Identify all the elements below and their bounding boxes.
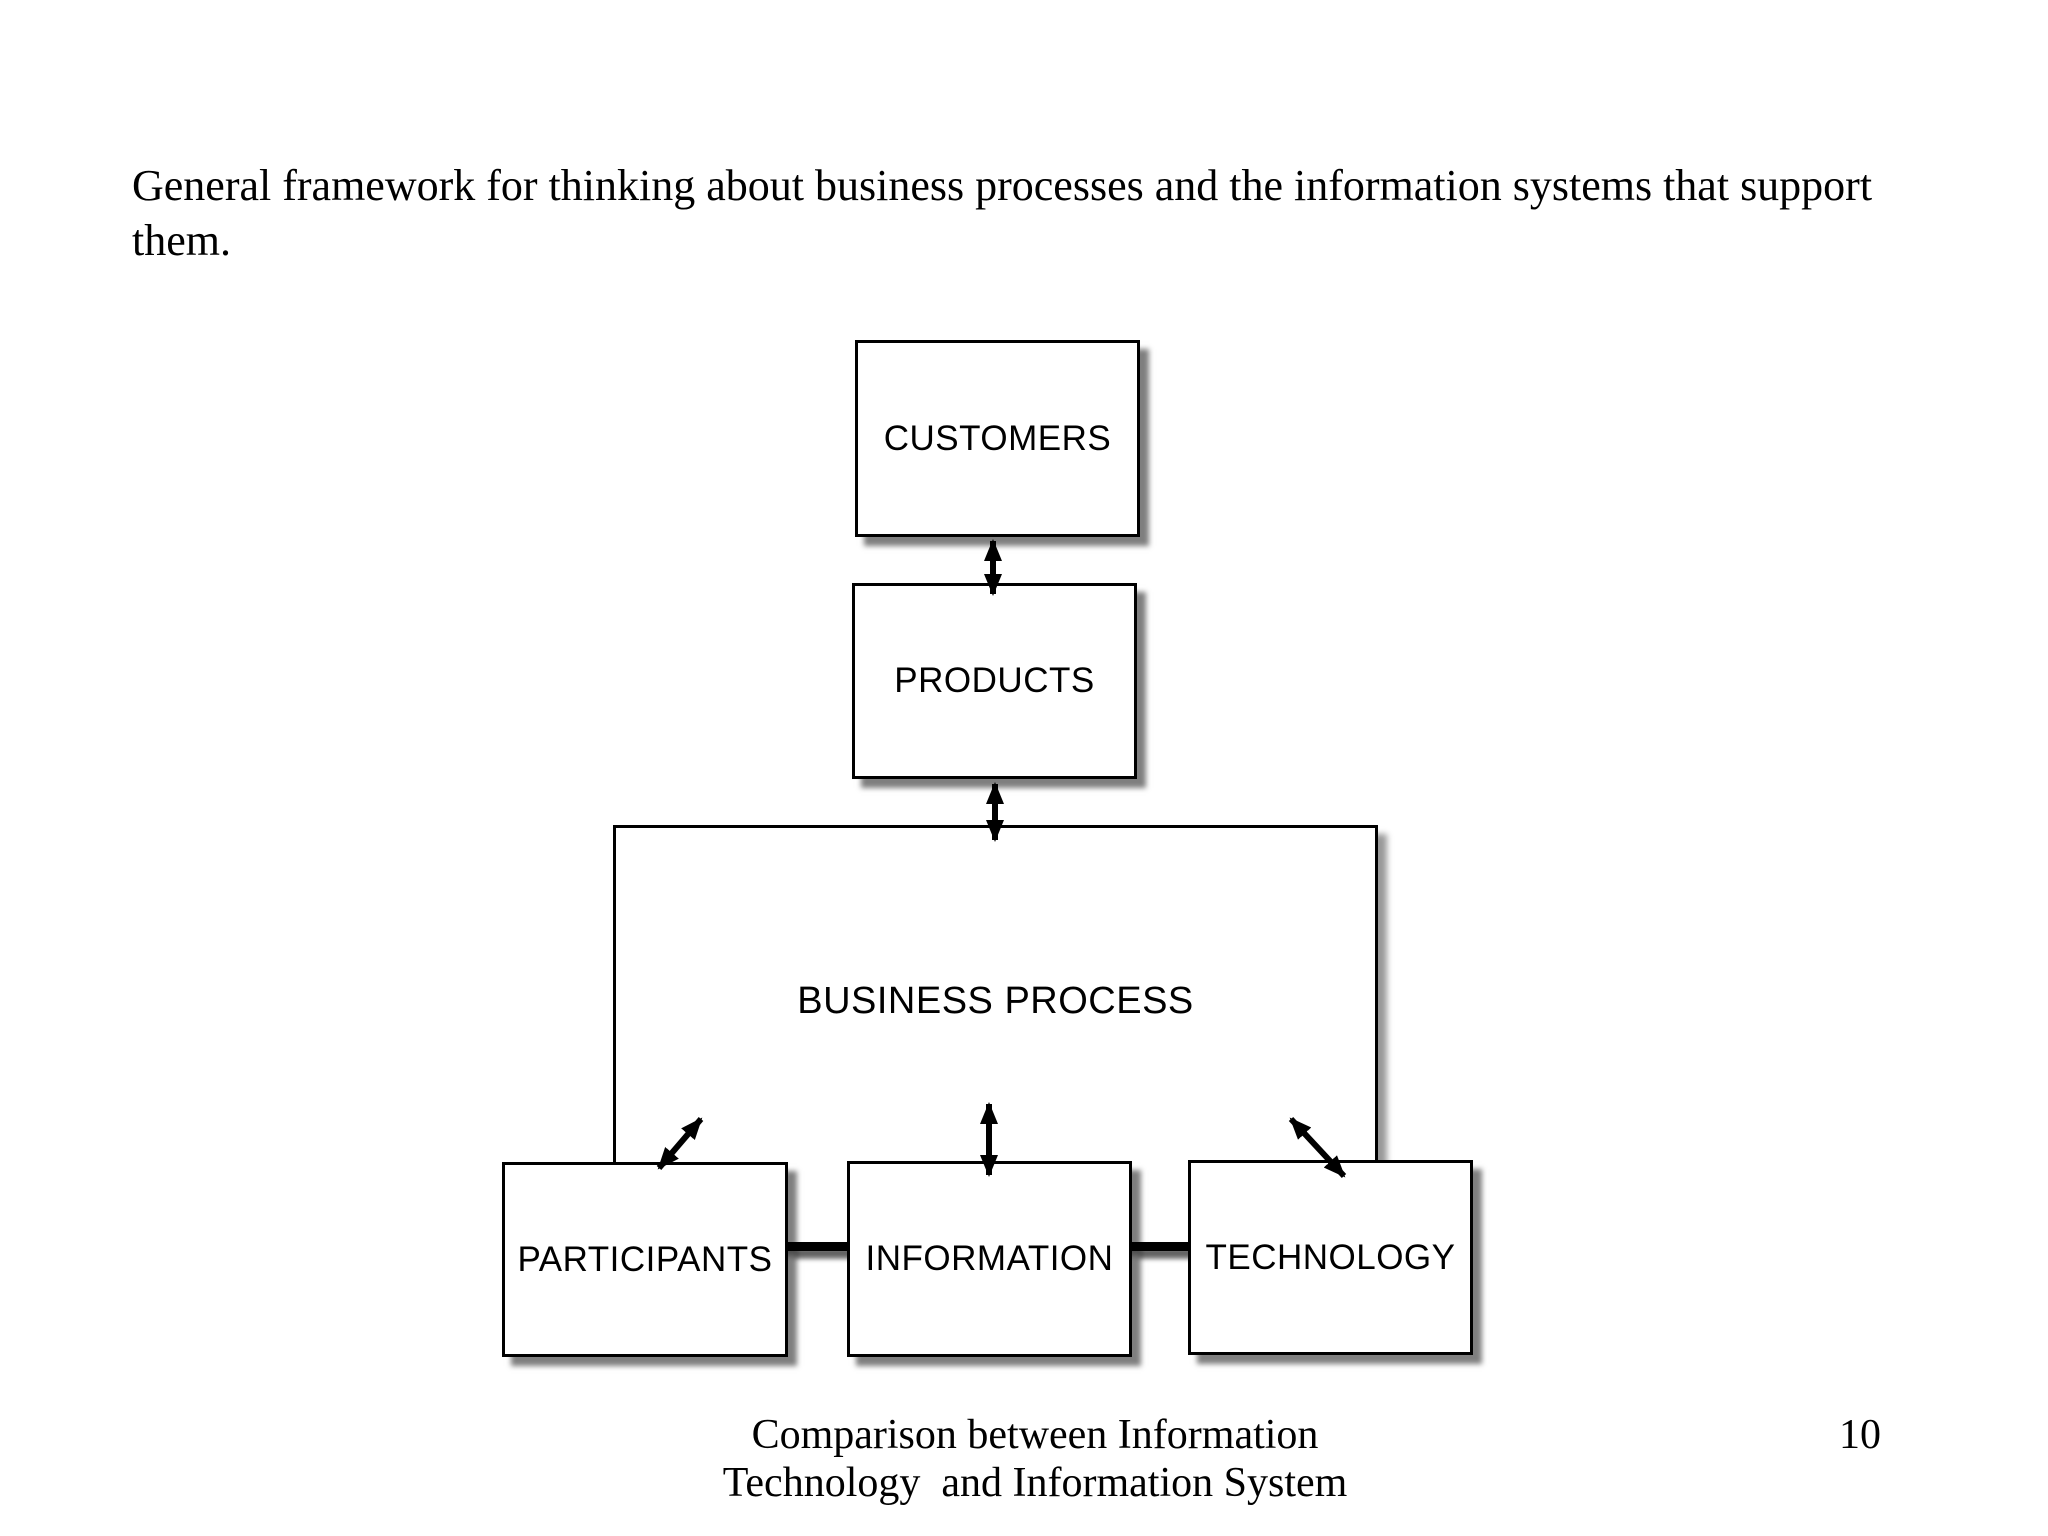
slide-title: General framework for thinking about bus… xyxy=(132,158,1872,268)
information-label: INFORMATION xyxy=(865,1239,1114,1278)
footer-line-1: Comparison between Information xyxy=(751,1412,1319,1458)
footer: Comparison between Information Technolog… xyxy=(690,1411,1380,1507)
connector-participants-information xyxy=(787,1242,848,1251)
technology-label: TECHNOLOGY xyxy=(1205,1237,1456,1277)
information-box: INFORMATION xyxy=(847,1161,1132,1357)
products-box: PRODUCTS xyxy=(852,583,1137,779)
participants-box: PARTICIPANTS xyxy=(502,1162,788,1357)
connector-information-technology xyxy=(1131,1242,1189,1251)
customers-box: CUSTOMERS xyxy=(855,340,1140,537)
participants-label: PARTICIPANTS xyxy=(517,1239,773,1279)
customers-label: CUSTOMERS xyxy=(883,418,1112,458)
footer-line-2: Technology and Information System xyxy=(722,1460,1348,1506)
products-label: PRODUCTS xyxy=(894,661,1095,700)
technology-box: TECHNOLOGY xyxy=(1188,1160,1473,1355)
page-number: 10 xyxy=(1839,1412,1881,1458)
slide-title-line-1: General framework for thinking about bus… xyxy=(132,161,1873,210)
business-process-label: BUSINESS PROCESS xyxy=(797,980,1194,1022)
slide-title-line-2: them. xyxy=(132,216,231,265)
